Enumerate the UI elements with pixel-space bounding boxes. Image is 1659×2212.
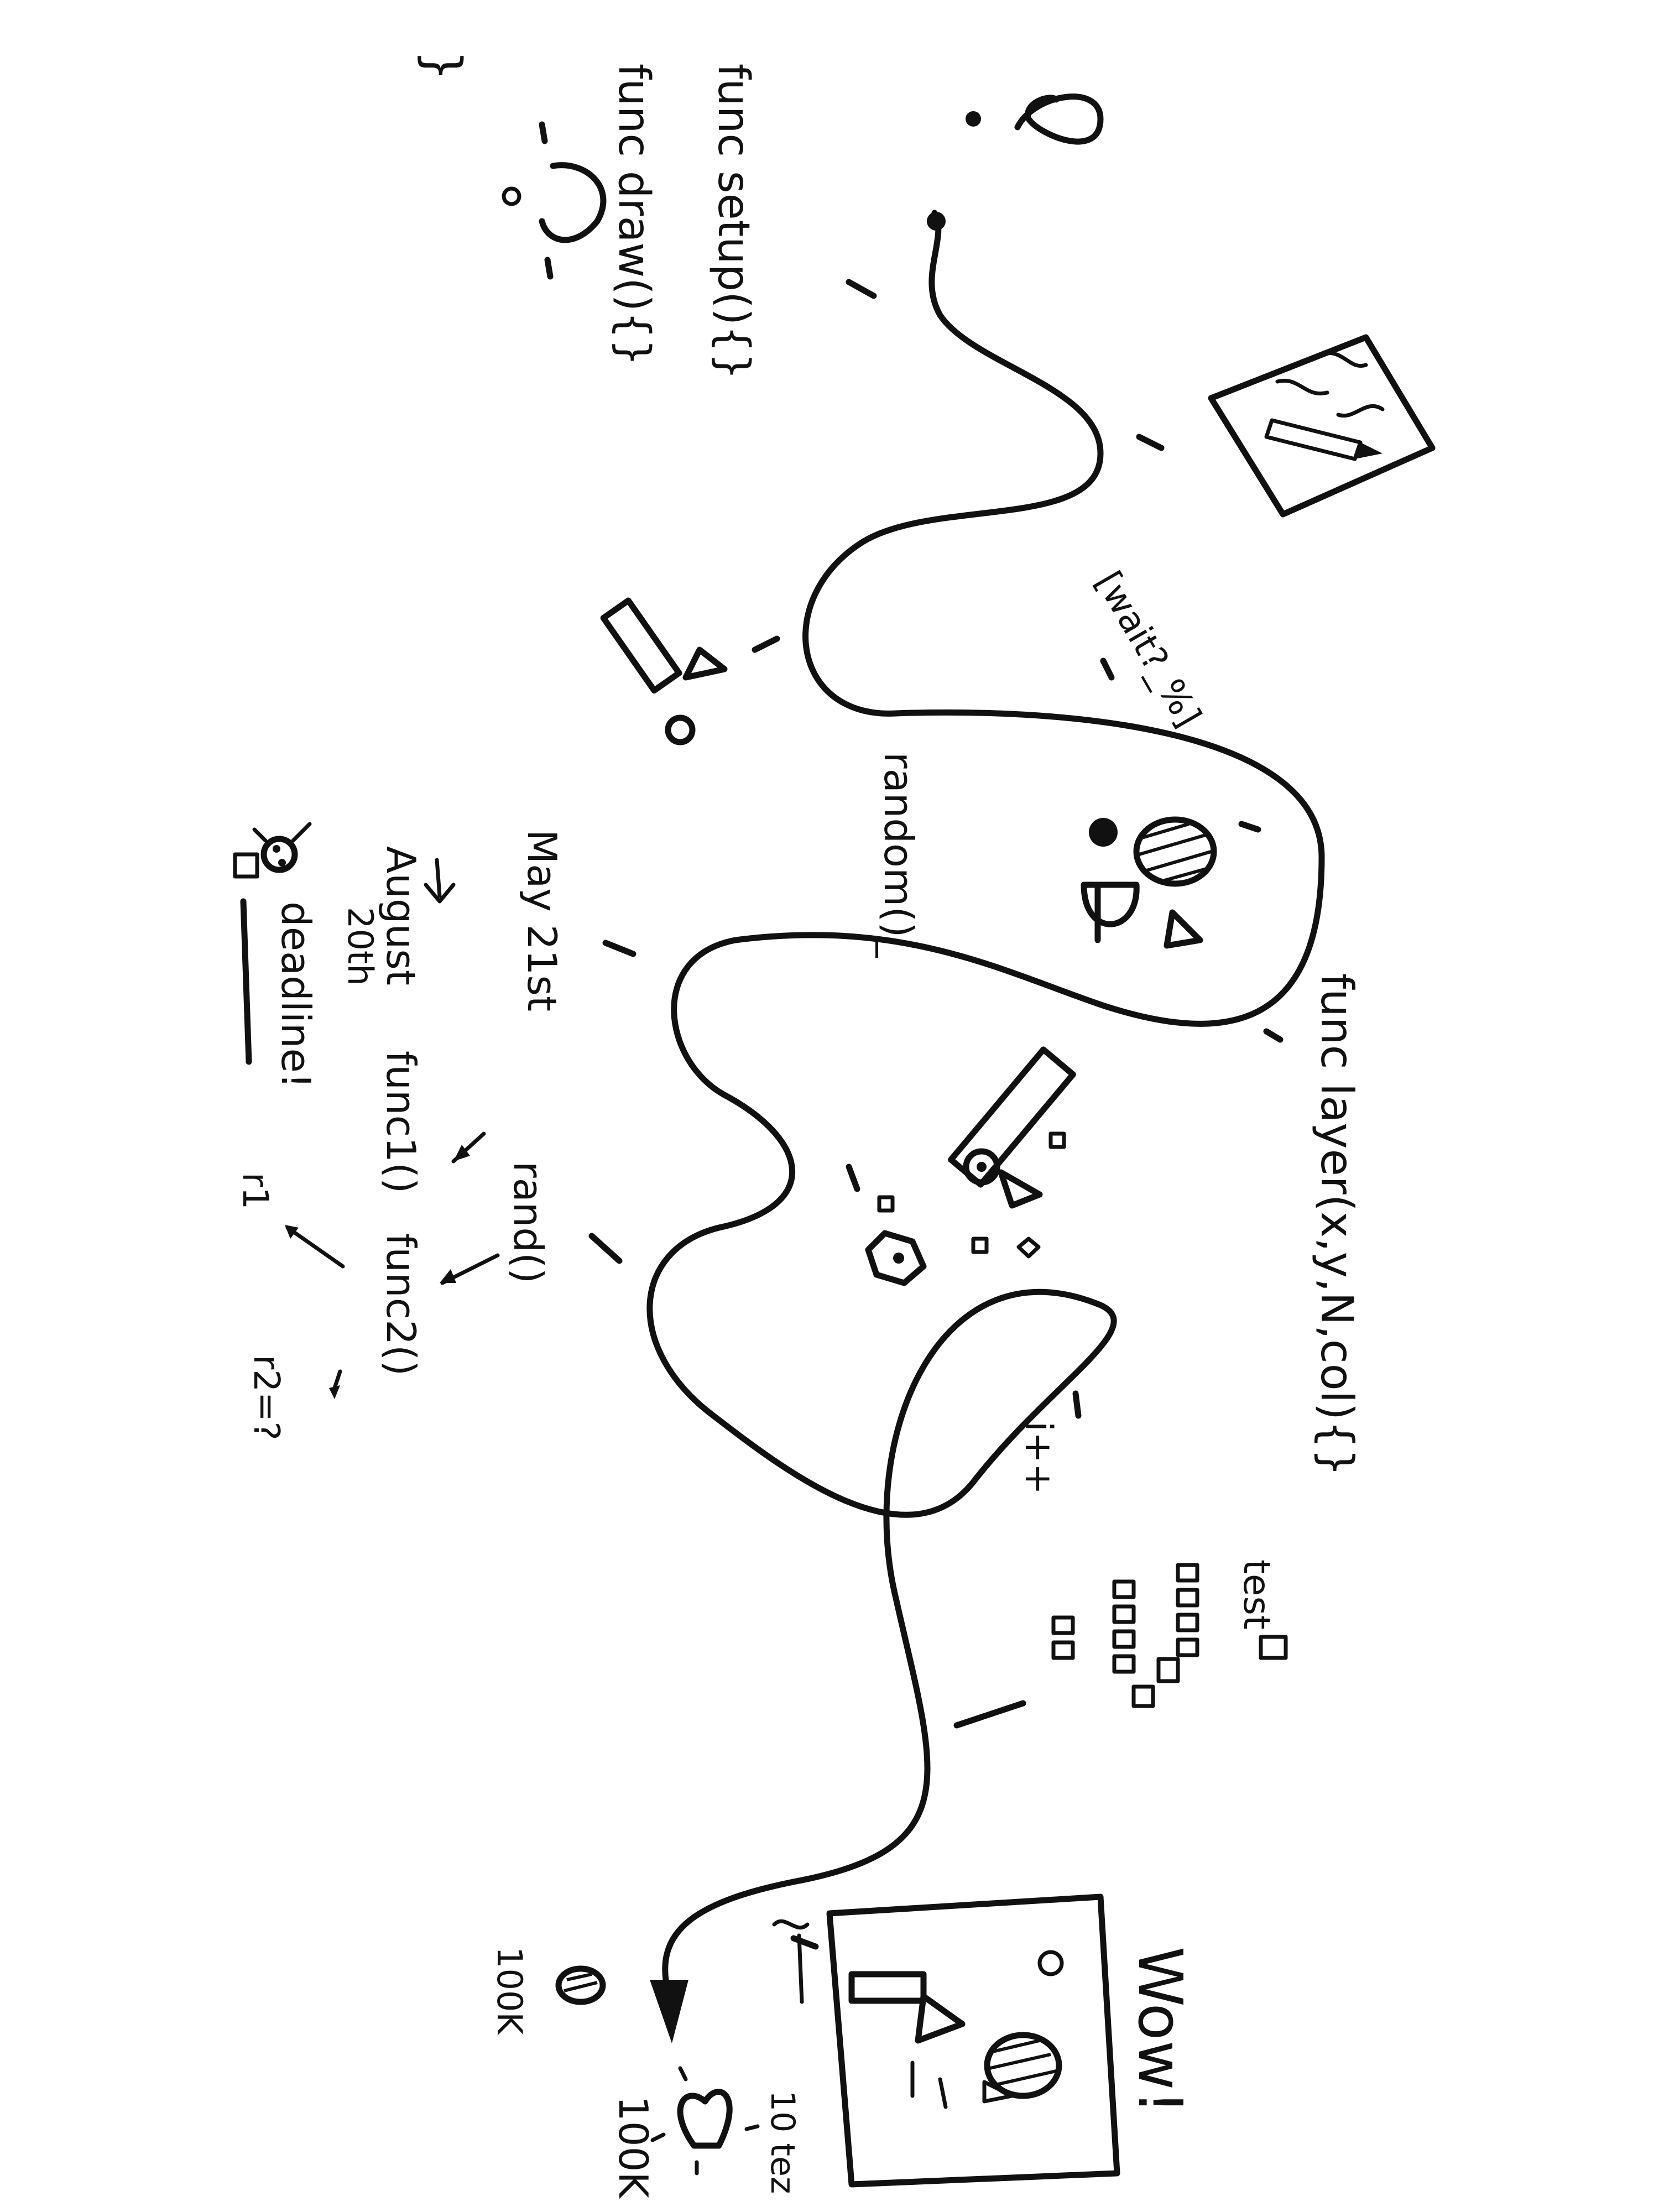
likes-small: 100K bbox=[489, 1947, 530, 2035]
random-label: random()_ bbox=[875, 752, 922, 958]
code-draw: func draw(){} bbox=[609, 64, 659, 366]
paper-sheet-icon bbox=[1208, 334, 1436, 518]
question-mark-1 bbox=[966, 93, 1104, 145]
squiggle-mark-2 bbox=[797, 1933, 804, 2004]
question-mark-2 bbox=[539, 162, 607, 243]
flow-r1: r1 bbox=[234, 1172, 275, 1209]
dash-mark bbox=[539, 121, 548, 144]
wait-label: [wait?_%] bbox=[1087, 565, 1209, 734]
timeline-end-month: August bbox=[378, 846, 424, 985]
code-increment: i++ bbox=[1016, 1421, 1060, 1495]
flow-arrows bbox=[285, 1131, 500, 1399]
time-label: 10 tez bbox=[763, 2090, 802, 2194]
test-label: test bbox=[1235, 1559, 1278, 1630]
speech-bubble-icon bbox=[555, 1965, 606, 2005]
gear-cluster bbox=[865, 1046, 1076, 1286]
wow-label: Wow! bbox=[1125, 1947, 1196, 2115]
timeline-arrow bbox=[435, 858, 442, 898]
code-setup: func setup(){} bbox=[708, 64, 758, 380]
squiggle-mark bbox=[772, 1919, 810, 1930]
triangle-shape-2 bbox=[1164, 909, 1203, 949]
deadline-underline bbox=[240, 898, 252, 1065]
preview-frame bbox=[826, 1893, 1120, 2188]
heart-icon bbox=[650, 2066, 760, 2176]
rectangle-shape bbox=[600, 597, 682, 694]
path-tick-marks bbox=[588, 279, 1284, 1950]
pencil-icon bbox=[1264, 418, 1383, 461]
timeline-deadline: deadline! bbox=[273, 901, 319, 1089]
timeline-end-day: 20th bbox=[340, 907, 380, 986]
winding-path bbox=[646, 210, 1325, 2000]
filled-circle-shape bbox=[1089, 818, 1118, 847]
flow-func1: func1() bbox=[378, 1051, 424, 1193]
arrowhead-icon bbox=[650, 1980, 688, 2043]
timeline-arrow-head bbox=[424, 883, 456, 904]
brace-mark: } bbox=[414, 50, 472, 81]
flow-rand: rand() bbox=[505, 1161, 551, 1284]
dash-mark-2 bbox=[544, 257, 554, 280]
circle-shape bbox=[665, 714, 696, 745]
hatched-oval bbox=[984, 2032, 1062, 2099]
bug-icon bbox=[233, 822, 312, 879]
hatched-circle-shape bbox=[1133, 816, 1217, 887]
triangle-shape bbox=[682, 646, 728, 681]
flow-r2: r2=? bbox=[246, 1355, 286, 1441]
code-layer: func layer(x,y,N,col){} bbox=[1311, 973, 1363, 1477]
half-circle-shape bbox=[1081, 881, 1140, 927]
likes-large: 100K bbox=[610, 2096, 656, 2199]
timeline-start: May 21st bbox=[519, 830, 565, 1011]
path-start-dot bbox=[927, 212, 946, 231]
test-grid bbox=[1051, 1563, 1288, 1708]
flow-func2: func2() bbox=[378, 1233, 424, 1376]
small-circle bbox=[502, 186, 521, 206]
